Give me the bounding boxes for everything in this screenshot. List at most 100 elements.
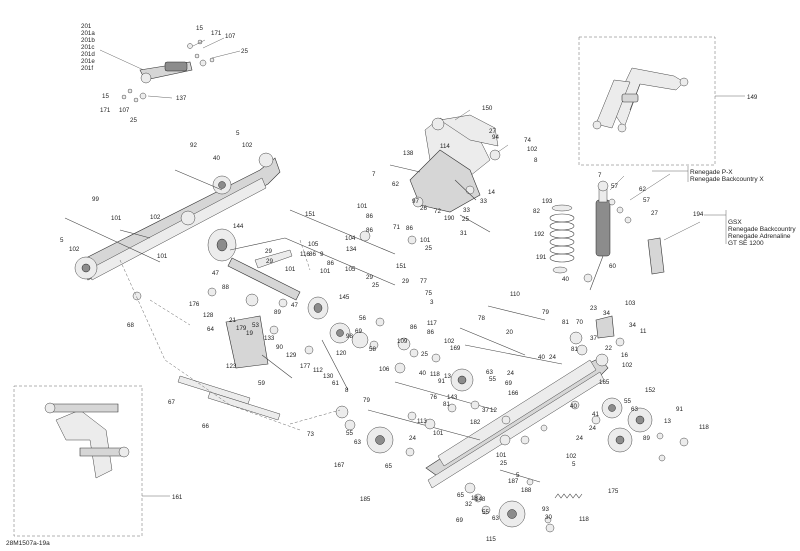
callout-label: 30	[545, 514, 552, 521]
callout-label: 165	[599, 379, 610, 386]
callout-label: 25	[421, 351, 428, 358]
callout-label: 34	[629, 322, 636, 329]
center-wheels	[329, 230, 474, 392]
callout-label: 201e	[81, 58, 95, 65]
callout-label: 151	[305, 211, 316, 218]
callout-label: 86	[327, 260, 334, 267]
callout-label: 77	[420, 278, 427, 285]
callout-label: 41	[592, 411, 599, 418]
callout-label: 176	[189, 301, 200, 308]
callout-label: 68	[127, 322, 134, 329]
callout-label: 5	[60, 237, 64, 244]
model-note-194-line-4: GT SE 1200	[728, 240, 764, 247]
callout-label: 193	[542, 198, 553, 205]
callout-label: 107	[225, 33, 236, 40]
callout-label: 171	[211, 30, 222, 37]
callout-label: 24	[549, 354, 556, 361]
callout-label: 62	[639, 186, 646, 193]
callout-label: 89	[643, 435, 650, 442]
callout-label: 15	[102, 93, 109, 100]
lower-wheels	[335, 400, 555, 533]
callout-label: 55	[624, 398, 631, 405]
callout-label: 55	[489, 376, 496, 383]
callout-label: 179	[236, 325, 247, 332]
callout-label: 171	[100, 107, 111, 114]
model-note-190-line-2: Renegade Backcountry X	[690, 176, 764, 183]
callout-label: 79	[542, 309, 549, 316]
callout-label: 109	[397, 338, 408, 345]
callout-label: 185	[360, 496, 371, 503]
model-note-194-line-1: GSX	[728, 219, 742, 226]
callout-label: 53	[252, 322, 259, 329]
callout-label: 21	[229, 317, 236, 324]
callout-label: 75	[425, 290, 432, 297]
callout-label: 47	[212, 270, 219, 277]
callout-label: 194	[693, 211, 704, 218]
callout-label: 8	[345, 387, 349, 394]
callout-label: 105	[345, 266, 356, 273]
callout-label: 102	[566, 453, 577, 460]
callout-label: 175	[608, 488, 619, 495]
callout-label: 56	[359, 315, 366, 322]
callout-label: 94	[492, 134, 499, 141]
callout-label: 201a	[81, 30, 95, 37]
right-slide-rail	[367, 305, 609, 489]
callout-label: 86	[410, 324, 417, 331]
callout-label: 33	[480, 198, 487, 205]
callout-label: 201	[81, 23, 92, 30]
callout-label: 90	[276, 344, 283, 351]
callout-label: 23	[590, 305, 597, 312]
callout-label: 65	[457, 492, 464, 499]
callout-label: 167	[334, 462, 345, 469]
callout-label: 143	[447, 394, 458, 401]
callout-label: 78	[478, 315, 485, 322]
callout-label: 114	[440, 143, 450, 150]
callout-label: 63	[486, 369, 493, 376]
callout-label: 5	[516, 472, 520, 479]
callout-label: 79	[363, 397, 370, 404]
callout-label: 123	[226, 363, 237, 370]
callout-label: 13	[444, 373, 451, 380]
callout-label: 148	[475, 496, 486, 503]
callout-label: 102	[444, 338, 455, 345]
callout-label: 101	[111, 215, 122, 222]
callout-label: 190	[444, 215, 455, 222]
model-note-194-line-2: Renegade Backcountry	[728, 226, 796, 233]
callout-label: 101	[357, 203, 368, 210]
callout-label: 25	[130, 117, 137, 124]
callout-label: 24	[409, 435, 416, 442]
callout-label: 145	[339, 294, 350, 301]
right-rail-parts	[526, 315, 689, 486]
callout-label: 101	[157, 253, 168, 260]
callout-label: 101	[285, 266, 296, 273]
callout-label: 118	[699, 424, 709, 431]
callout-label: 93	[542, 506, 549, 513]
callout-label: 101	[420, 237, 431, 244]
callout-label: 81	[443, 401, 450, 408]
front-arm-assembly-150	[389, 109, 509, 233]
callout-label: 24	[576, 435, 583, 442]
callout-label: 66	[202, 423, 209, 430]
callout-label: 102	[622, 362, 633, 369]
callout-label: 86	[406, 225, 413, 232]
callout-label: 115	[486, 536, 496, 543]
callout-label: 63	[492, 515, 499, 522]
callout-label: 98	[346, 333, 353, 340]
callout-label: 70	[576, 319, 583, 326]
center-spring-assembly	[207, 209, 396, 391]
callout-label: 150	[482, 105, 493, 112]
callout-label: 62	[392, 181, 399, 188]
callout-label: 118	[579, 516, 589, 523]
callout-label: 29	[265, 248, 272, 255]
callout-label: 105	[308, 241, 319, 248]
rear-arm-box-161	[13, 385, 170, 537]
callout-label: 188	[521, 487, 532, 494]
callout-label: 129	[286, 352, 297, 359]
callout-label: 104	[345, 235, 356, 242]
callout-label: 25	[500, 460, 507, 467]
model-note-194-line-3: Renegade Adrenaline	[728, 233, 791, 240]
model-note-190: Renegade P-X Renegade Backcountry X	[652, 166, 764, 183]
callout-label: 5	[572, 461, 576, 468]
callout-label: 5	[236, 130, 240, 137]
